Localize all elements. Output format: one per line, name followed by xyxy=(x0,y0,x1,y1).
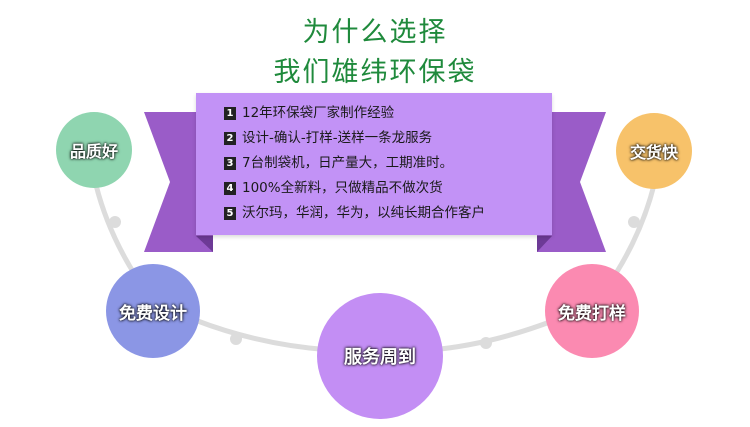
features-panel: 1 12年环保袋厂家制作经验 2 设计-确认-打样-送样一条龙服务 3 7台制袋机，日… xyxy=(196,93,552,235)
heading-line-1: 为什么选择 xyxy=(302,17,448,48)
free-design-circle: 免费设计 xyxy=(106,264,200,358)
feature-number: 3 xyxy=(224,157,236,170)
feature-item: 5 沃尔玛，华润，华为，以纯长期合作客户 xyxy=(224,201,552,226)
service-circle: 服务周到 xyxy=(317,293,443,419)
feature-number: 5 xyxy=(224,207,236,220)
free-sample-circle: 免费打样 xyxy=(545,264,639,358)
feature-number: 1 xyxy=(224,107,236,120)
feature-item: 1 12年环保袋厂家制作经验 xyxy=(224,101,552,126)
features-list: 1 12年环保袋厂家制作经验 2 设计-确认-打样-送样一条龙服务 3 7台制袋机，日… xyxy=(196,93,552,226)
feature-item: 3 7台制袋机，日产量大，工期准时。 xyxy=(224,151,552,176)
feature-item: 4 100%全新料，只做精品不做次货 xyxy=(224,176,552,201)
feature-text: 沃尔玛，华润，华为，以纯长期合作客户 xyxy=(242,205,485,221)
feature-text: 100%全新料，只做精品不做次货 xyxy=(242,180,443,196)
fast-delivery-circle: 交货快 xyxy=(616,113,692,189)
feature-text: 设计-确认-打样-送样一条龙服务 xyxy=(242,130,433,146)
feature-number: 2 xyxy=(224,132,236,145)
quality-circle: 品质好 xyxy=(56,112,132,188)
feature-text: 7台制袋机，日产量大，工期准时。 xyxy=(242,155,454,171)
feature-number: 4 xyxy=(224,182,236,195)
feature-item: 2 设计-确认-打样-送样一条龙服务 xyxy=(224,126,552,151)
heading-line-2: 我们雄纬环保袋 xyxy=(273,57,477,88)
feature-text: 12年环保袋厂家制作经验 xyxy=(242,105,395,121)
